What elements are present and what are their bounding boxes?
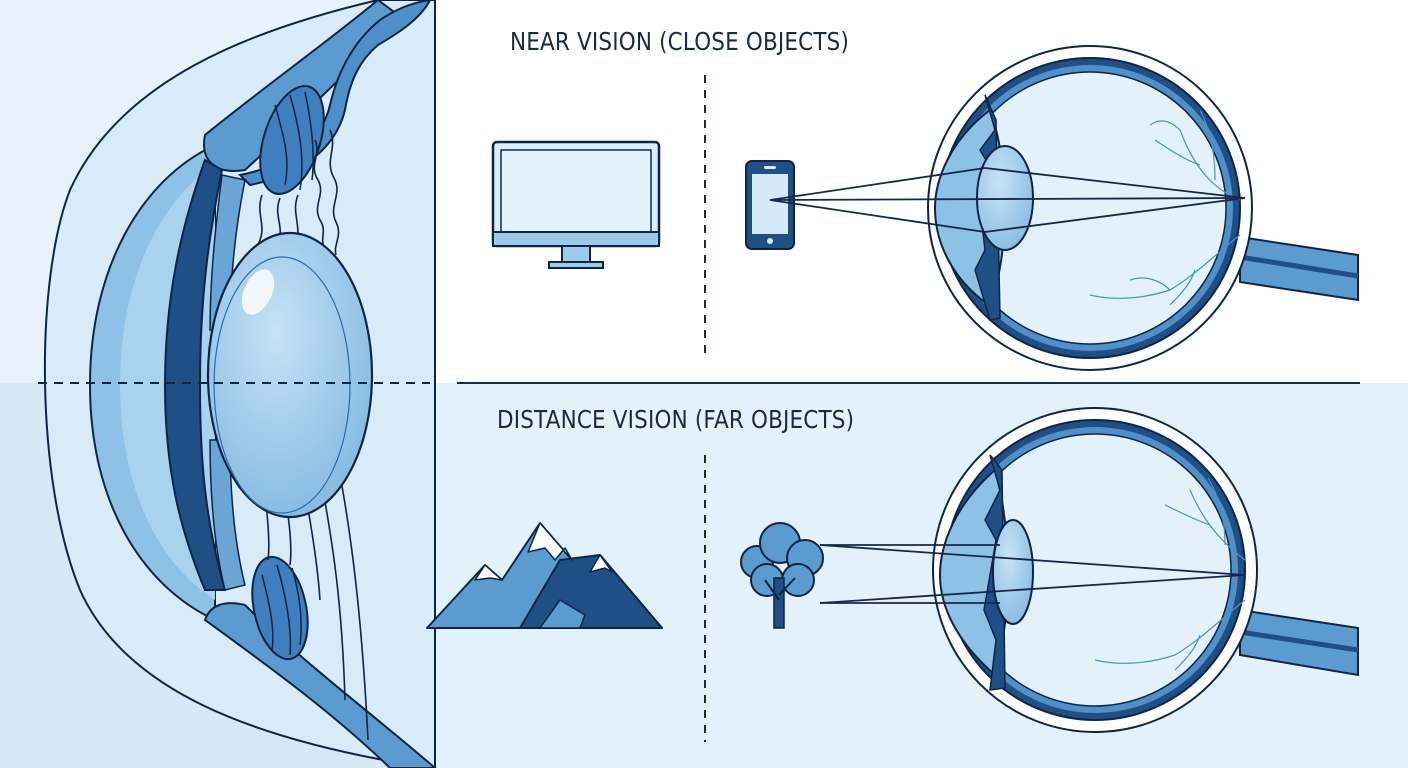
distance-vision-title: DISTANCE VISION (FAR OBJECTS) <box>497 405 854 434</box>
near-vision-title: NEAR VISION (CLOSE OBJECTS) <box>510 27 849 56</box>
crystalline-lens <box>208 233 372 517</box>
smartphone-icon <box>746 161 794 249</box>
